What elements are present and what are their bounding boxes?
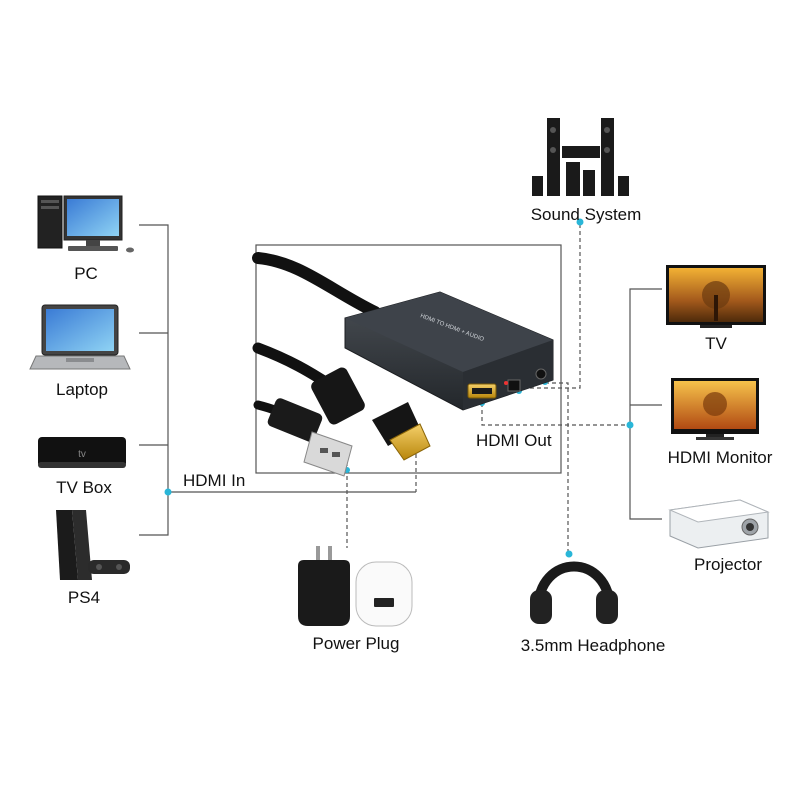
- hdmi-out-label: HDMI Out: [476, 431, 552, 450]
- source-bracket-line: [139, 224, 169, 536]
- hdmi-in-dot: [164, 488, 172, 496]
- headphone-label: 3.5mm Headphone: [520, 636, 666, 655]
- headphone-dash: [545, 382, 569, 554]
- output-label-projector: Projector: [693, 555, 763, 574]
- tv-icon: [666, 265, 766, 328]
- sound-system-dot: [576, 218, 584, 226]
- svg-text:tv: tv: [78, 449, 86, 460]
- tv-box-icon: tv: [38, 437, 126, 468]
- output-label-monitor: HDMI Monitor: [667, 448, 773, 467]
- device-frame: [255, 244, 562, 474]
- monitor-icon: [671, 378, 759, 440]
- usb-power-adapter-icon: [298, 546, 413, 627]
- hdmi-in-label: HDMI In: [183, 471, 246, 490]
- hdmi-out-dot: [626, 421, 634, 429]
- output-bracket-line: [629, 288, 662, 520]
- power-plug-label: Power Plug: [312, 634, 400, 653]
- desktop-pc-icon: [37, 195, 134, 253]
- speaker-system-icon: [532, 118, 629, 196]
- sound-system-label: Sound System: [530, 205, 642, 224]
- source-label-ps4: PS4: [67, 588, 101, 607]
- connector-lines: [139, 224, 662, 536]
- output-label-tv: TV: [705, 334, 727, 353]
- source-label-pc: PC: [74, 264, 98, 283]
- ps4-console-icon: [56, 510, 130, 580]
- hdmi-audio-extractor-icon: HDMI TO HDMI + AUDIO: [252, 252, 554, 477]
- headphone-icon: [530, 561, 618, 624]
- connection-dots: [164, 218, 634, 558]
- headphone-dot: [565, 550, 573, 558]
- source-label-tvbox: TV Box: [56, 478, 112, 497]
- projector-icon: [668, 499, 770, 549]
- laptop-icon: [29, 304, 131, 370]
- source-label-laptop: Laptop: [56, 380, 108, 399]
- hdmi-out-dash: [481, 403, 630, 426]
